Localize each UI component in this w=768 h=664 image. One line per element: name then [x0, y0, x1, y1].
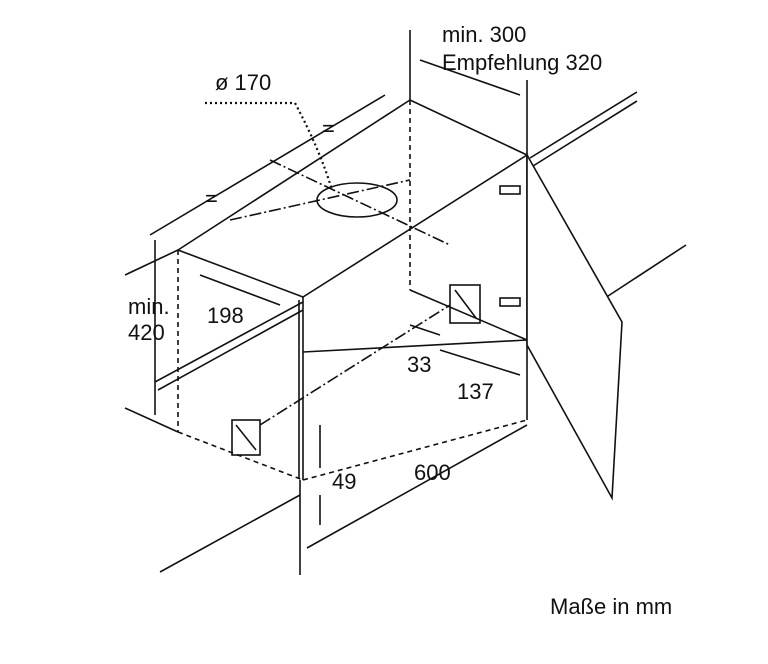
wall-lines — [124, 91, 687, 573]
min-depth-label: min. 300 — [442, 22, 527, 47]
bottom-offset-label: 49 — [332, 469, 357, 494]
width-label: 600 — [414, 460, 451, 485]
min-height-label: min. — [128, 294, 170, 319]
hinge-lower — [499, 297, 521, 307]
dimension-lines — [149, 30, 528, 575]
units-note: Maße in mm — [550, 594, 673, 619]
duct-diameter-label: ø 170 — [215, 70, 272, 95]
hinge-upper — [499, 185, 521, 195]
cabinet-outline — [176, 99, 529, 481]
cabinet-door — [526, 151, 623, 501]
mounting-bracket-right — [449, 284, 481, 324]
recommended-depth-label: Empfehlung 320 — [442, 50, 603, 75]
bracket-offset-label: 33 — [407, 352, 432, 377]
equal-right-label: = — [322, 116, 335, 141]
side-offset-label: 137 — [457, 379, 494, 404]
front-offset-label: 198 — [207, 303, 244, 328]
mounting-bracket-left — [231, 419, 261, 456]
equal-left-label: = — [205, 186, 218, 211]
min-height-value: 420 — [128, 320, 165, 345]
